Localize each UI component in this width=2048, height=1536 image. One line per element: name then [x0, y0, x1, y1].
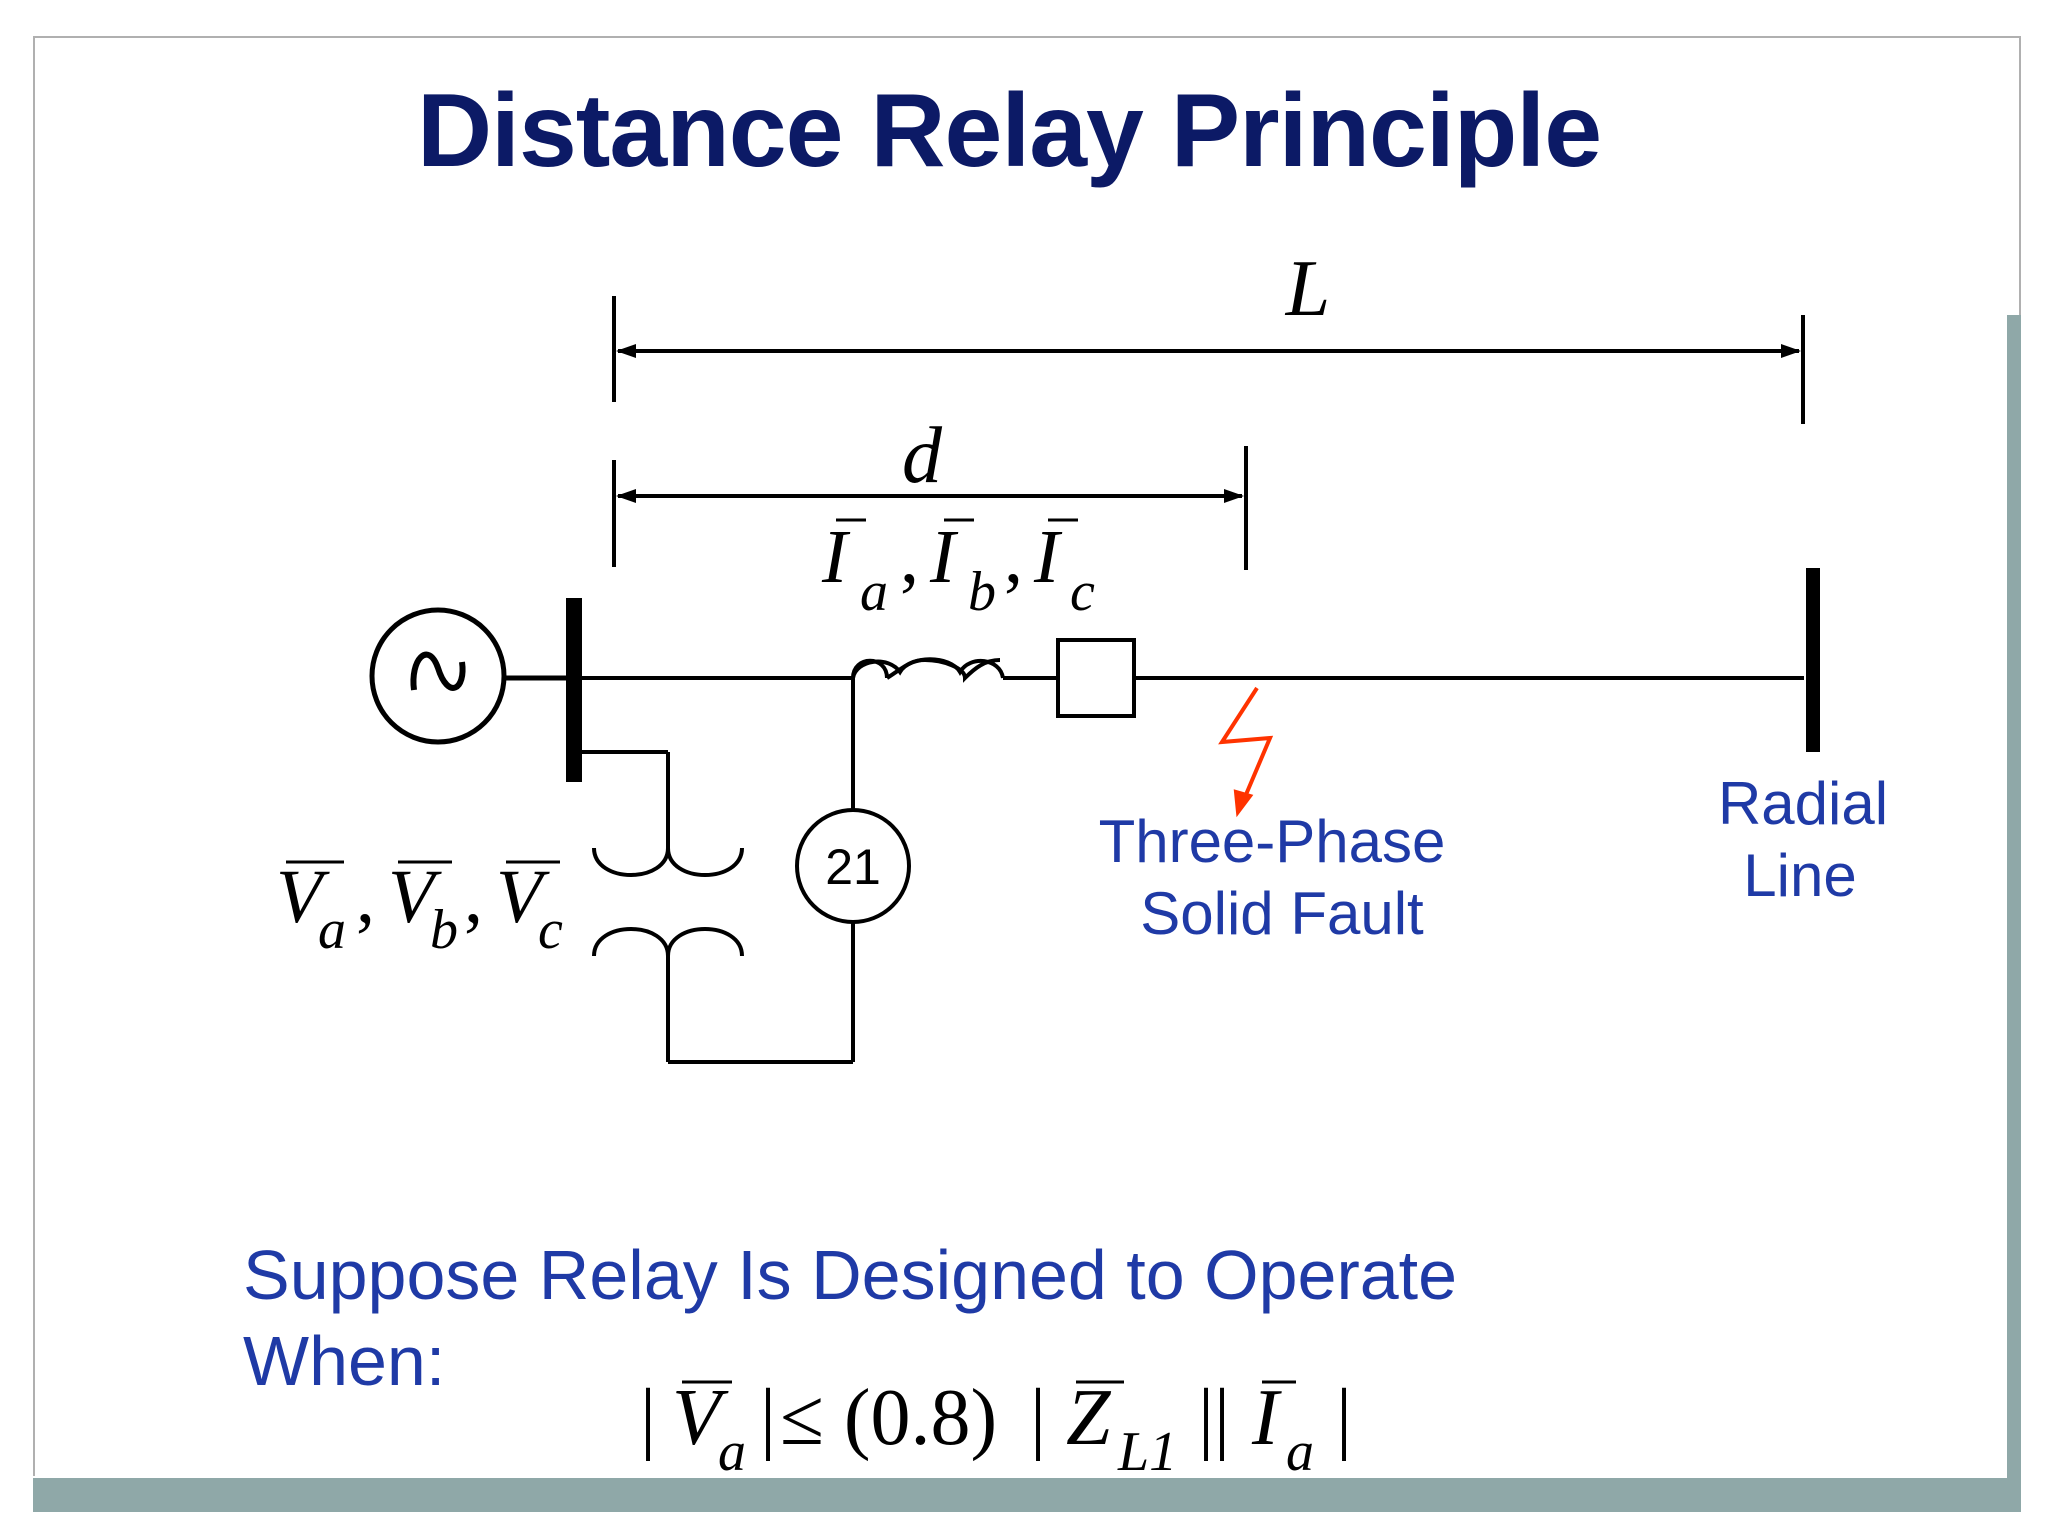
current-c-sub: c	[1070, 561, 1095, 623]
vt-secondary-coil-icon	[592, 927, 744, 957]
voltage-label: V a , V b , V c	[276, 855, 563, 961]
line-label-line1: Radial	[1718, 770, 1888, 837]
current-c-symbol: I	[1033, 515, 1063, 599]
dim-L-arrow-left	[616, 344, 636, 358]
eq-voltage-var: V	[672, 1374, 729, 1462]
sine-wave-icon	[410, 651, 466, 691]
source-bus	[566, 598, 582, 782]
voltage-c-symbol: V	[496, 855, 550, 939]
eq-impedance-var: Z	[1066, 1374, 1112, 1462]
fault-label-line2: Solid Fault	[1140, 880, 1424, 947]
current-a-sub: a	[860, 561, 888, 623]
slide-shadow-bottom	[33, 1478, 2021, 1512]
fault-lightning-icon	[1218, 686, 1274, 818]
voltage-b-symbol: V	[388, 855, 442, 939]
current-label: I a , I b , I c	[821, 515, 1095, 623]
eq-voltage-sub: a	[718, 1421, 746, 1483]
operating-condition-text: Suppose Relay Is Designed to Operate Whe…	[243, 1236, 1458, 1400]
svg-text:,: ,	[464, 855, 483, 939]
voltage-b-sub: b	[430, 899, 458, 961]
vt-primary-coil-icon	[592, 847, 744, 877]
dim-L-arrow-right	[1781, 344, 1801, 358]
voltage-c-sub: c	[538, 899, 563, 961]
voltage-a-sub: a	[318, 899, 346, 961]
svg-text:,: ,	[356, 855, 375, 939]
eq-impedance-sub: L1	[1117, 1421, 1177, 1483]
eq-current-var: I	[1251, 1374, 1282, 1462]
dim-d-arrow-left	[616, 489, 636, 503]
slide-title: Distance Relay Principle	[416, 73, 1602, 189]
current-b-symbol: I	[929, 515, 959, 599]
current-a-symbol: I	[821, 515, 851, 599]
eq-relation: ≤ (0.8)	[780, 1374, 997, 1462]
current-b-sub: b	[968, 561, 996, 623]
label-L: L	[1285, 245, 1331, 333]
eq-current-sub: a	[1286, 1421, 1314, 1483]
line-label-line2: Line	[1743, 842, 1856, 909]
remote-bus	[1806, 568, 1820, 752]
svg-text:||: ||	[1198, 1374, 1230, 1462]
circuit-breaker-icon	[1056, 638, 1136, 718]
svg-text:,: ,	[1004, 515, 1023, 599]
ct-coil-icon	[851, 657, 1005, 679]
relay-number: 21	[825, 839, 881, 895]
label-d: d	[902, 412, 943, 500]
svg-text:|: |	[760, 1374, 776, 1462]
fault-label-line1: Three-Phase	[1099, 808, 1446, 875]
svg-text:|: |	[1030, 1374, 1046, 1462]
voltage-a-symbol: V	[276, 855, 330, 939]
dim-d-arrow-right	[1224, 489, 1244, 503]
operating-equation: | V a | ≤ (0.8) | Z L1 || I a |	[640, 1374, 1352, 1483]
svg-text:,: ,	[900, 515, 919, 599]
svg-text:|: |	[1336, 1374, 1352, 1462]
slide-shadow-right	[2007, 315, 2021, 1479]
svg-text:|: |	[640, 1374, 656, 1462]
